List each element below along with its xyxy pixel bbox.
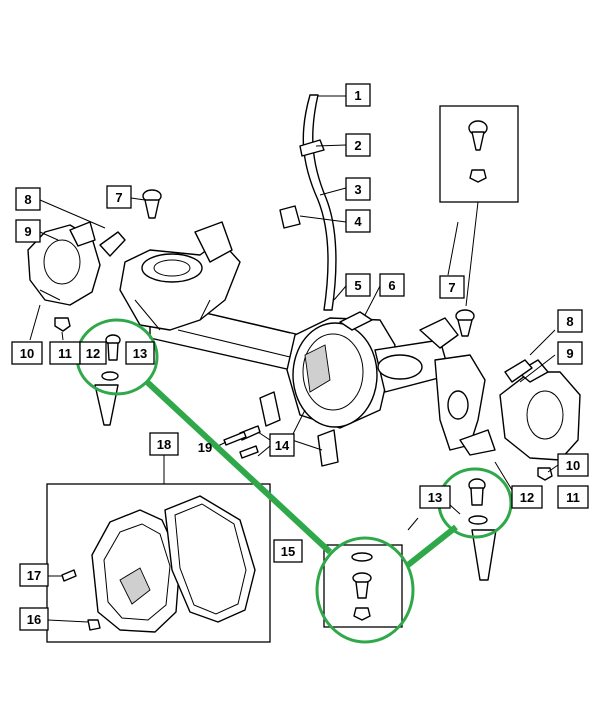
highlight-overlay: [75, 318, 513, 644]
callout-15: 15: [273, 539, 303, 563]
axle-housing: [119, 221, 496, 456]
callout-8-left: 8: [15, 187, 41, 211]
svg-text:5: 5: [354, 278, 361, 293]
svg-text:16: 16: [27, 612, 41, 627]
svg-text:4: 4: [354, 214, 362, 229]
callouts: 1 2 3 4 5 6 7 7 8 9 10 11 12 13 8 9 10 1…: [11, 83, 589, 631]
highlight-connector-right: [406, 524, 458, 568]
inset-frame-top-right: [439, 105, 519, 203]
svg-text:2: 2: [354, 138, 361, 153]
right-steering-knuckle: [499, 359, 581, 461]
callout-11-right: 11: [557, 485, 589, 509]
callout-10-right: 10: [557, 453, 589, 477]
svg-text:7: 7: [448, 280, 455, 295]
diff-cover: [91, 509, 181, 633]
left-upper-ball-joint: [142, 189, 162, 219]
svg-text:9: 9: [24, 224, 31, 239]
svg-text:15: 15: [281, 544, 295, 559]
svg-text:18: 18: [157, 437, 171, 452]
right-bracket: [504, 359, 533, 383]
cover-bolt: [61, 569, 77, 582]
svg-text:12: 12: [520, 490, 534, 505]
svg-text:19: 19: [198, 440, 212, 455]
callout-10-left: 10: [11, 341, 43, 365]
callout-7-left: 7: [106, 185, 132, 209]
svg-text:3: 3: [354, 182, 361, 197]
svg-text:11: 11: [566, 490, 580, 505]
inset-frame-15: [323, 544, 403, 628]
left-steering-knuckle: [27, 221, 101, 306]
right-upper-ball-joint: [455, 309, 475, 337]
diff-cover-gasket-inner: [174, 503, 247, 615]
right-lower-ball-joint: [468, 478, 488, 525]
left-bracket: [99, 231, 126, 257]
callout-19: 19: [198, 440, 212, 455]
callout-6: 6: [379, 273, 405, 297]
callout-8-right: 8: [557, 309, 583, 333]
svg-text:9: 9: [566, 346, 573, 361]
svg-text:6: 6: [388, 278, 395, 293]
right-nut: [537, 467, 553, 481]
svg-text:14: 14: [275, 438, 290, 453]
diff-cover-gasket: [164, 495, 256, 623]
svg-text:17: 17: [27, 568, 41, 583]
callout-17: 17: [19, 563, 49, 587]
left-lower-ball-joint: [101, 334, 121, 381]
callout-4: 4: [345, 209, 371, 233]
diff-cover-inset-frame: [46, 483, 271, 643]
svg-text:10: 10: [20, 346, 34, 361]
callout-13-left: 13: [125, 341, 155, 365]
leader-lines: [29, 95, 559, 623]
inset-ball-joint: [468, 120, 488, 183]
fill-plug: [87, 619, 101, 631]
svg-text:12: 12: [86, 346, 100, 361]
callout-9-left: 9: [15, 219, 41, 243]
svg-text:13: 13: [428, 490, 442, 505]
callout-3: 3: [345, 177, 371, 201]
callout-13-right: 13: [419, 485, 451, 509]
callout-2: 2: [345, 133, 371, 157]
highlight-ring-closeup: [315, 536, 415, 644]
svg-text:8: 8: [24, 192, 31, 207]
svg-text:11: 11: [58, 346, 72, 361]
highlight-connector-left: [143, 378, 333, 555]
ball-joint-closeup: [351, 552, 373, 621]
callout-7-right: 7: [439, 275, 465, 299]
bolt: [223, 431, 247, 446]
brake-line-clips: [239, 391, 339, 467]
svg-text:7: 7: [115, 190, 122, 205]
callout-12-right: 12: [511, 485, 543, 509]
svg-text:8: 8: [566, 314, 573, 329]
callout-12-left: 12: [79, 341, 107, 365]
callout-1: 1: [345, 83, 371, 107]
right-lower-cone: [471, 529, 497, 581]
callout-5: 5: [345, 273, 371, 297]
vent-tube: [299, 94, 337, 311]
callout-16: 16: [19, 607, 49, 631]
callout-9-right: 9: [557, 341, 583, 365]
svg-text:10: 10: [566, 458, 580, 473]
callout-11-left: 11: [49, 341, 81, 365]
svg-text:1: 1: [354, 88, 361, 103]
svg-text:13: 13: [133, 346, 147, 361]
callout-18: 18: [149, 432, 179, 456]
callout-14: 14: [269, 433, 295, 457]
left-nut: [54, 317, 71, 332]
vent-cap: [279, 205, 301, 229]
